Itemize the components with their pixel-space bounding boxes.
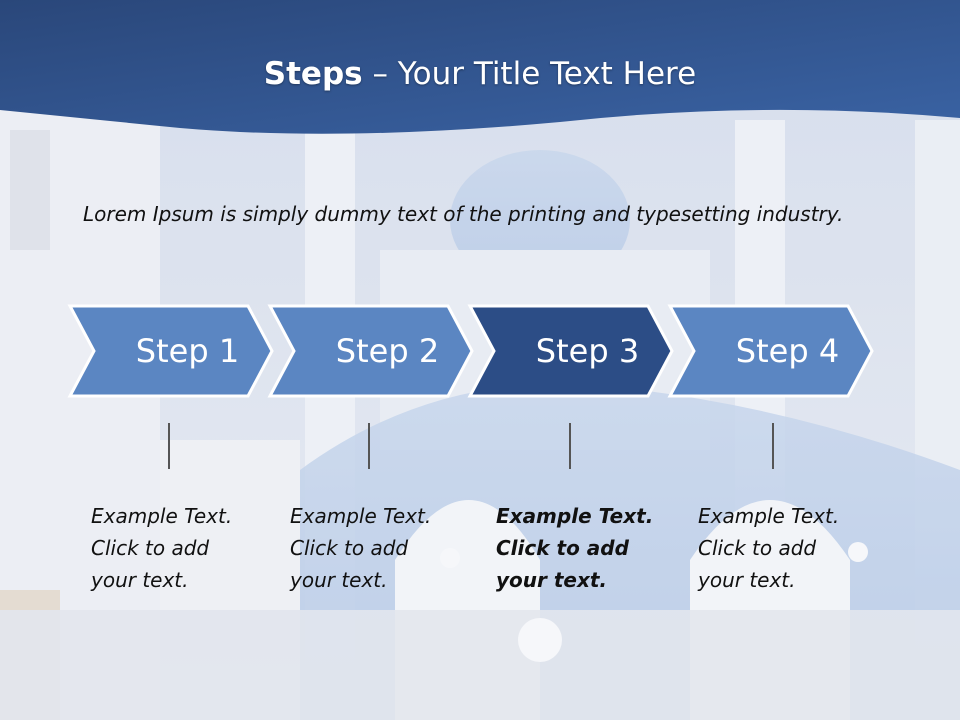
step-1-text-line: Click to add: [91, 536, 210, 560]
step-3-text-line: Click to add: [496, 536, 629, 560]
step-3-text-line: Example Text.: [496, 504, 654, 528]
step-1-connector: [168, 423, 170, 469]
step-1-text-line: Example Text.: [91, 504, 233, 528]
step-2-text-line: Example Text.: [290, 504, 432, 528]
step-2-label[interactable]: Step 2: [335, 332, 440, 370]
step-4-text-line: your text.: [698, 568, 796, 592]
step-2-text[interactable]: Example Text. Click to add your text.: [290, 500, 465, 596]
page-title: Steps – Your Title Text Here: [0, 52, 960, 96]
step-2-chevron[interactable]: [267, 304, 474, 398]
step-3-text-line: your text.: [496, 568, 608, 592]
step-4-text-line: Example Text.: [698, 504, 840, 528]
title-rest: – Your Title Text Here: [362, 56, 697, 92]
step-2-text-line: your text.: [290, 568, 388, 592]
header-band: [0, 0, 960, 134]
step-3-label[interactable]: Step 3: [535, 332, 640, 370]
step-4-label[interactable]: Step 4: [735, 332, 840, 370]
step-4-text[interactable]: Example Text. Click to add your text.: [698, 500, 873, 596]
step-2-text-line: Click to add: [290, 536, 409, 560]
step-4-chevron[interactable]: [667, 304, 874, 398]
step-1-text-line: your text.: [91, 568, 189, 592]
step-3-chevron[interactable]: [467, 304, 674, 398]
step-2-connector: [368, 423, 370, 469]
step-1-chevron[interactable]: [67, 304, 274, 398]
step-4-connector: [772, 423, 774, 469]
step-4-text-line: Click to add: [698, 536, 817, 560]
step-1-label[interactable]: Step 1: [135, 332, 240, 370]
title-strong: Steps: [263, 56, 363, 92]
step-1-text[interactable]: Example Text. Click to add your text.: [91, 500, 266, 596]
step-3-connector: [569, 423, 571, 469]
step-3-text[interactable]: Example Text. Click to add your text.: [496, 500, 671, 596]
intro-text: Lorem Ipsum is simply dummy text of the …: [83, 202, 844, 226]
